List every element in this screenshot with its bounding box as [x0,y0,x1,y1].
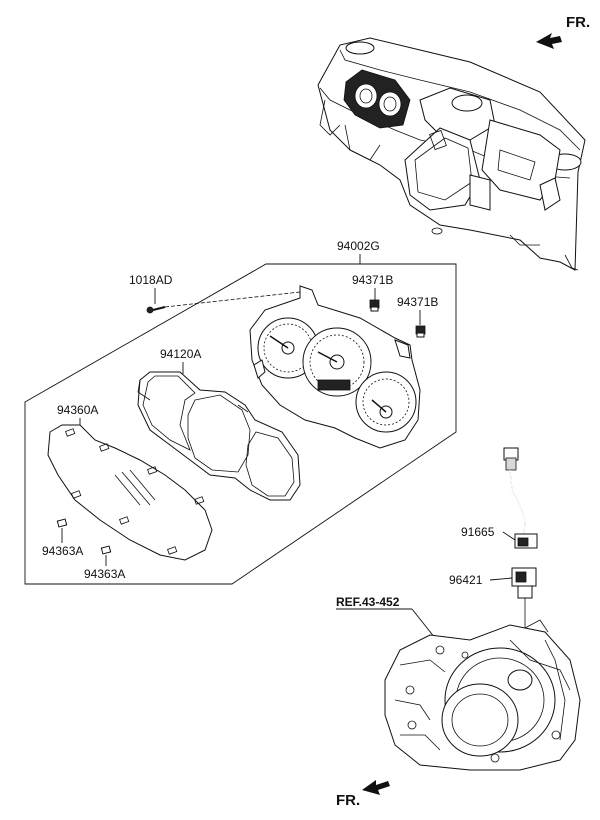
bulb-part-1 [369,299,380,312]
label-window-glass: 94360A [57,403,98,417]
bulb-part-2 [415,325,426,338]
label-speed-sensor: 91665 [461,525,495,539]
front-direction-arrow-top: FR. [536,14,590,49]
cluster-group-outline [24,263,457,585]
label-bulb-2: 94371B [397,295,438,309]
window-glass-part [47,424,213,561]
instrument-cluster-part [249,285,421,449]
fr-label-top: FR. [566,14,590,31]
label-bulb-1: 94371B [352,273,393,287]
transaxle-housing-part [384,619,581,771]
label-clip-2: 94363A [84,567,125,581]
clip-part-2 [100,545,112,555]
speed-sensor-part [503,447,538,549]
clip-part-1 [56,518,68,528]
front-direction-arrow-bottom: FR. [336,780,390,809]
sensor-connector-part [511,567,537,628]
label-cluster-assy: 94002G [337,239,380,253]
lens-housing-part [137,371,301,501]
label-clip-1: 94363A [42,544,83,558]
dashboard-illustration [317,37,586,271]
label-transaxle-ref: REF.43-452 [336,595,400,609]
label-lens-housing: 94120A [160,347,201,361]
label-screw: 1018AD [129,273,173,287]
label-sensor-connector: 96421 [449,573,483,587]
fr-label-bottom: FR. [336,792,360,809]
screw-part [146,306,166,314]
